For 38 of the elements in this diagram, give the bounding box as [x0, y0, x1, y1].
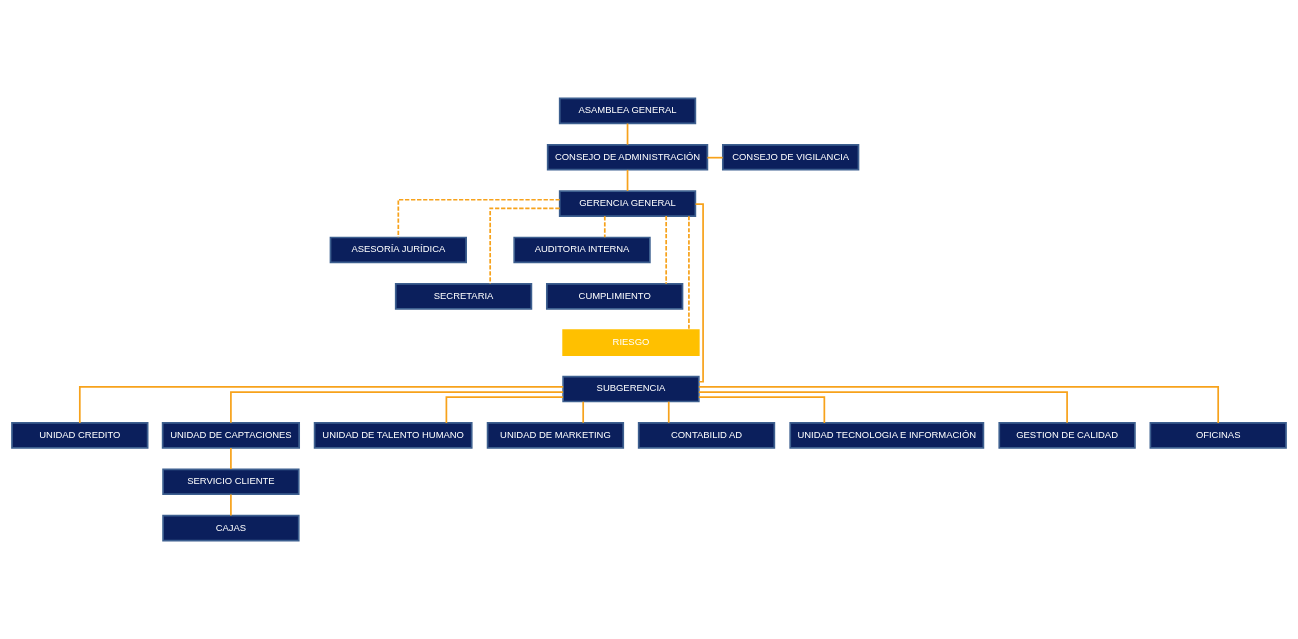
connector [230, 493, 232, 517]
connector [698, 391, 1068, 424]
node-box: ASESORÍA JURÍDICA [329, 236, 467, 264]
connector [489, 207, 561, 285]
connector [445, 396, 564, 424]
connector [698, 386, 1220, 424]
connector [706, 156, 724, 159]
node-box: UNIDAD DE CAPTACIONES [161, 422, 301, 449]
connector [698, 396, 826, 424]
node-box: ASAMBLEA GENERAL [558, 97, 697, 125]
node-box: CONTABILID AD [637, 422, 776, 449]
node-box: UNIDAD DE TALENTO HUMANO [313, 422, 473, 449]
node-box: UNIDAD CREDITO [11, 422, 149, 449]
connector [694, 203, 704, 383]
connector [665, 215, 668, 285]
node-box: GERENCIA GENERAL [558, 190, 697, 217]
node-box: UNIDAD DE MARKETING [486, 422, 625, 449]
connector [688, 215, 690, 332]
connector [667, 400, 670, 424]
node-box: RIESGO [562, 329, 700, 356]
connector [230, 447, 232, 470]
node-box: SUBGERENCIA [562, 375, 700, 403]
node-box: UNIDAD TECNOLOGIA E INFORMACIÓN [789, 422, 985, 449]
connector [230, 391, 564, 424]
node-box: CONSEJO DE ADMINISTRACIÓN [546, 143, 709, 171]
node-box: CUMPLIMIENTO [546, 283, 684, 310]
node-box: GESTION DE CALIDAD [998, 422, 1136, 449]
node-box: SECRETARIA [394, 283, 533, 310]
node-box: SERVICIO CLIENTE [162, 468, 300, 496]
connector [626, 169, 629, 192]
node-box: OFICINAS [1149, 422, 1287, 449]
node-box: CAJAS [162, 514, 300, 542]
node-box: CONSEJO DE VIGILANCIA [721, 143, 860, 171]
connector [626, 122, 629, 146]
connector [78, 386, 564, 424]
node-box: AUDITORIA INTERNA [513, 236, 651, 264]
connector [603, 215, 606, 239]
connector [582, 400, 585, 424]
